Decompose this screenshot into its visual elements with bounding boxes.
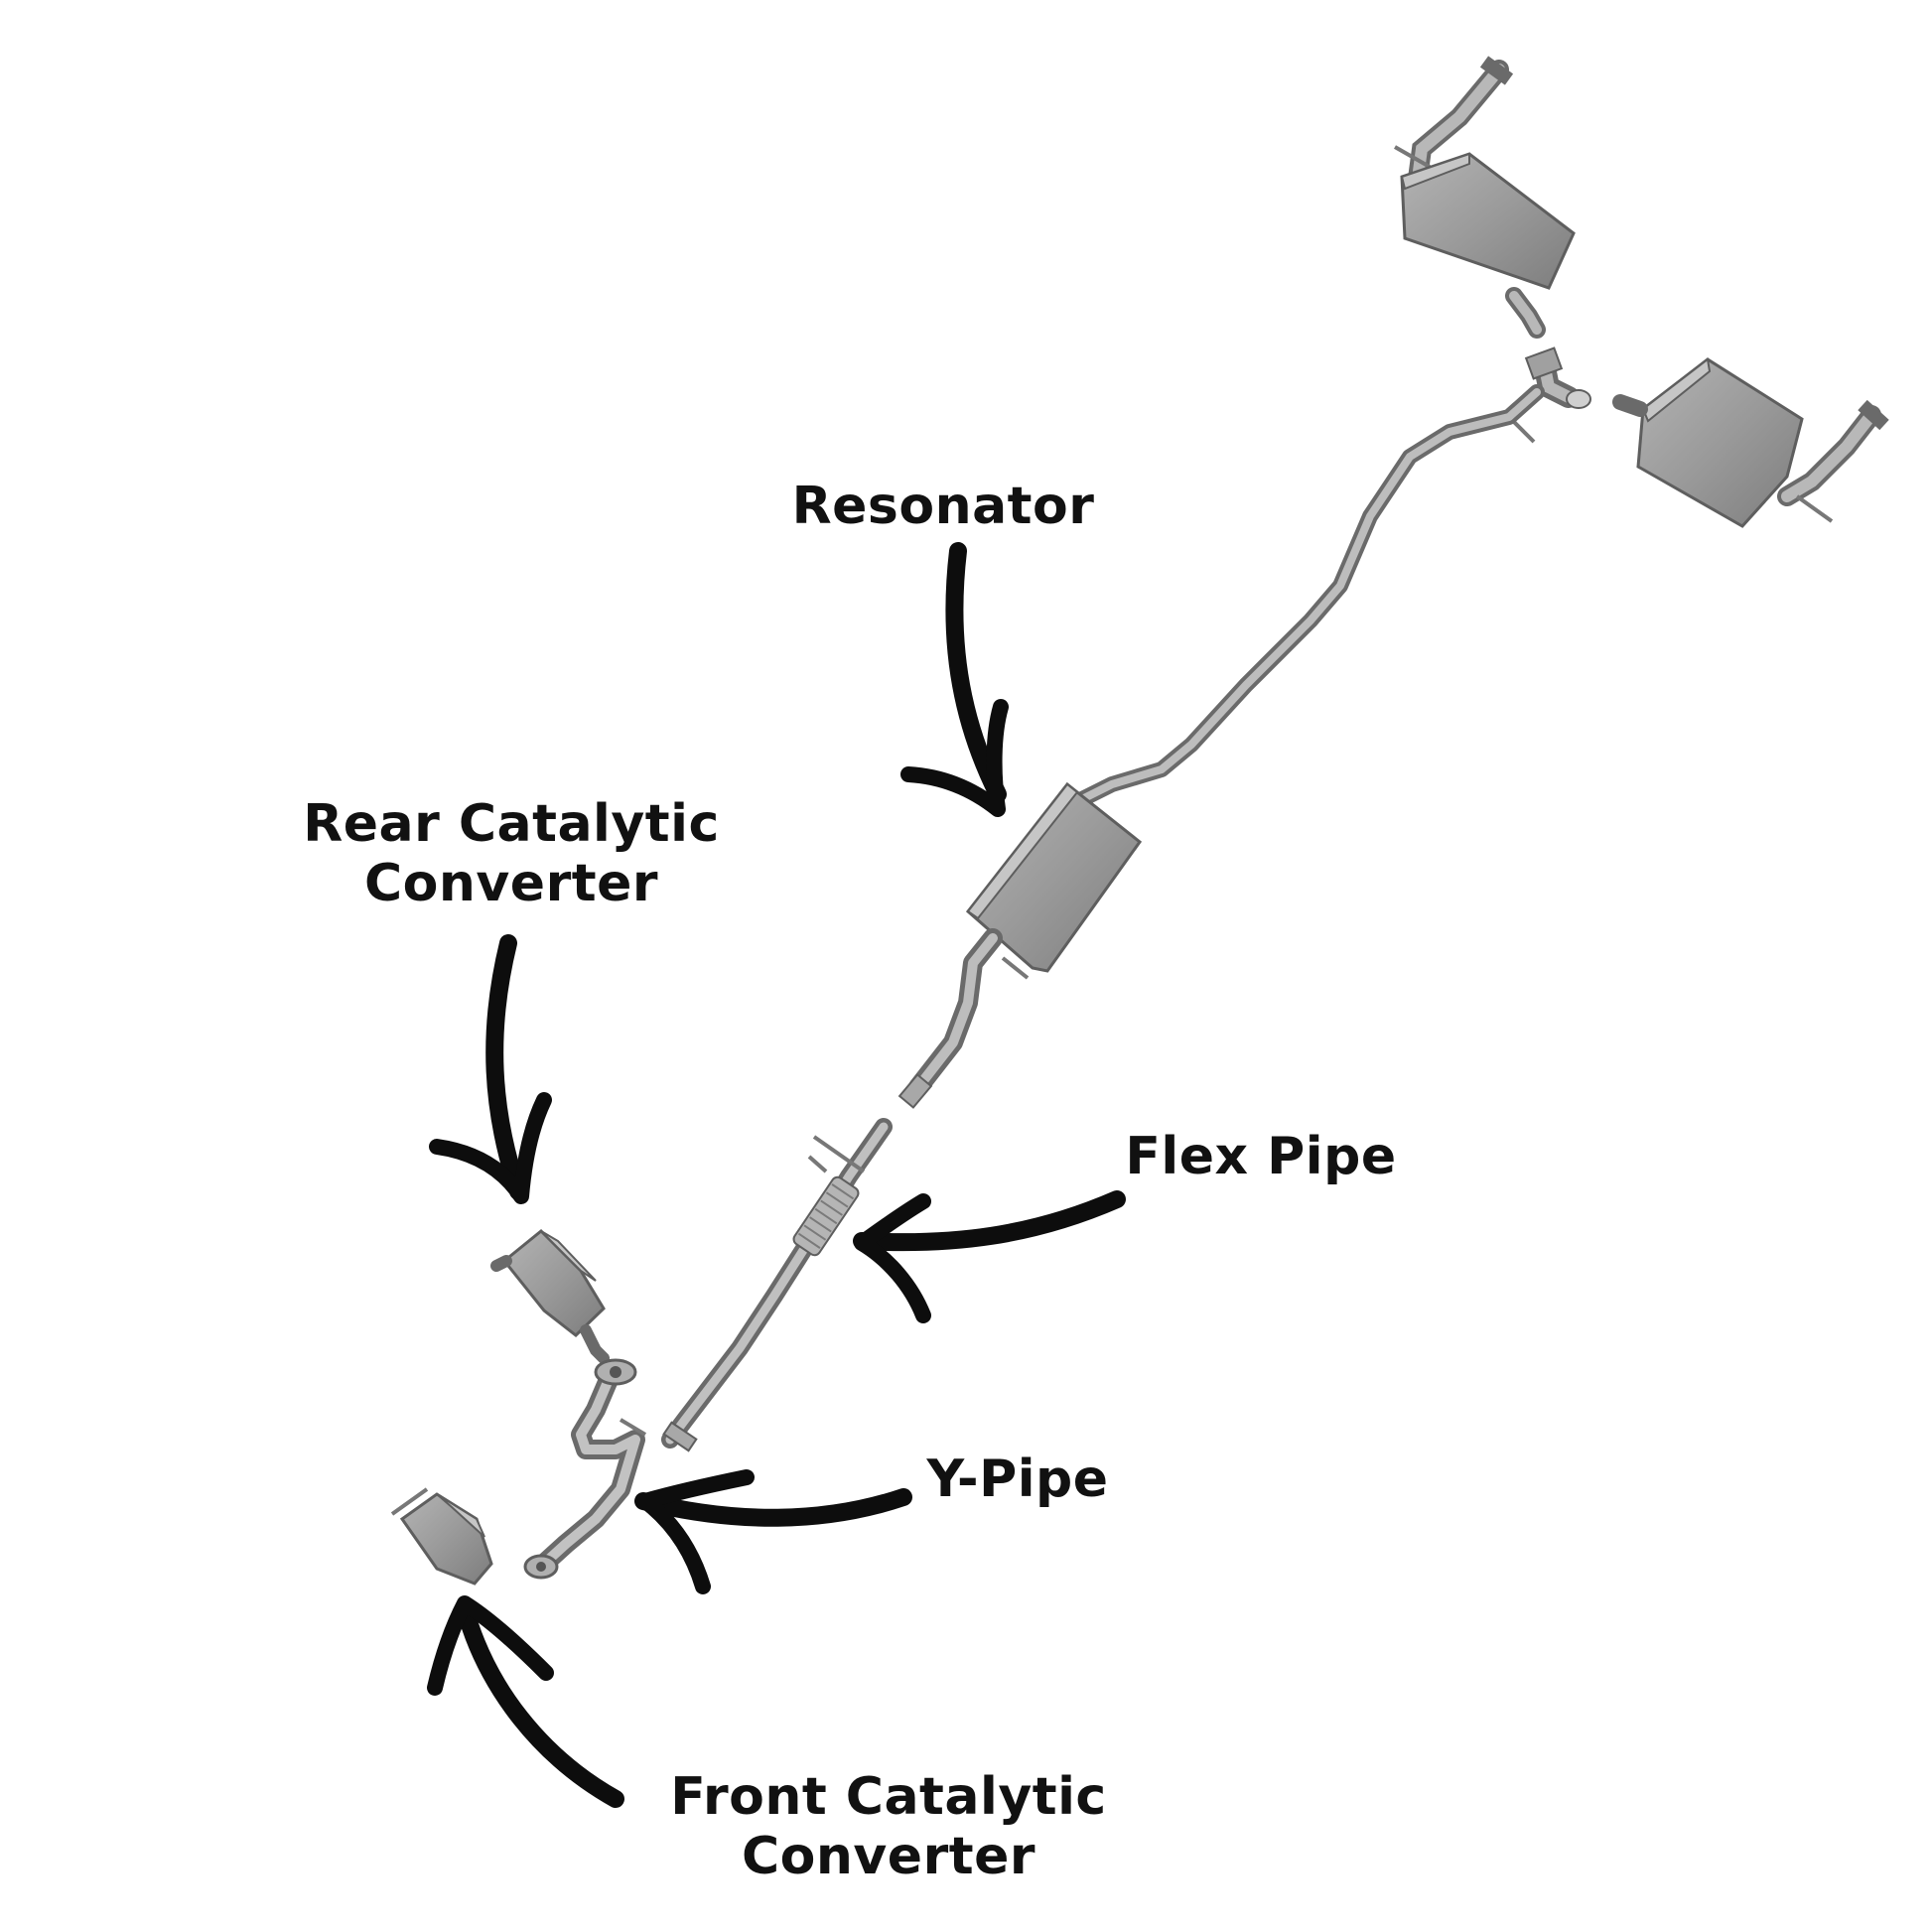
y-pipe-part (523, 1358, 647, 1580)
y-pipe-label-text: Y-Pipe (926, 1449, 1109, 1509)
resonator-label: Resonator (755, 477, 1132, 536)
flex-pipe-arrow (853, 1190, 1126, 1323)
front-catalytic-converter-label-line2: Converter (742, 1827, 1035, 1886)
y-pipe-arrow (634, 1469, 912, 1594)
flex-pipe-label: Flex Pipe (1112, 1127, 1410, 1186)
left-rear-muffler (1394, 56, 1576, 339)
front-catalytic-converter-arrow (427, 1595, 624, 1808)
front-catalytic-converter-label-line1: Front Catalytic (670, 1767, 1107, 1827)
resonator-part (897, 781, 1143, 1109)
flex-pipe-label-text: Flex Pipe (1125, 1127, 1397, 1186)
resonator-arrow (900, 542, 1009, 817)
right-rear-muffler (1612, 357, 1889, 528)
intermediate-pipe (1064, 384, 1545, 812)
front-catalytic-converter-part (390, 1487, 493, 1586)
flex-pipe-part (661, 1118, 893, 1452)
rear-catalytic-converter-label-line2: Converter (364, 854, 658, 913)
front-catalytic-converter-label: Front Catalytic Converter (625, 1767, 1152, 1886)
y-pipe-label: Y-Pipe (903, 1449, 1132, 1509)
rear-catalytic-converter-arrow (429, 934, 552, 1204)
rear-catalytic-converter-label: Rear Catalytic Converter (248, 794, 774, 913)
rear-catalytic-converter-label-line1: Rear Catalytic (303, 794, 720, 854)
resonator-label-text: Resonator (791, 477, 1095, 536)
rear-y-splitter (1507, 346, 1591, 444)
rear-catalytic-converter-part (490, 1228, 610, 1364)
